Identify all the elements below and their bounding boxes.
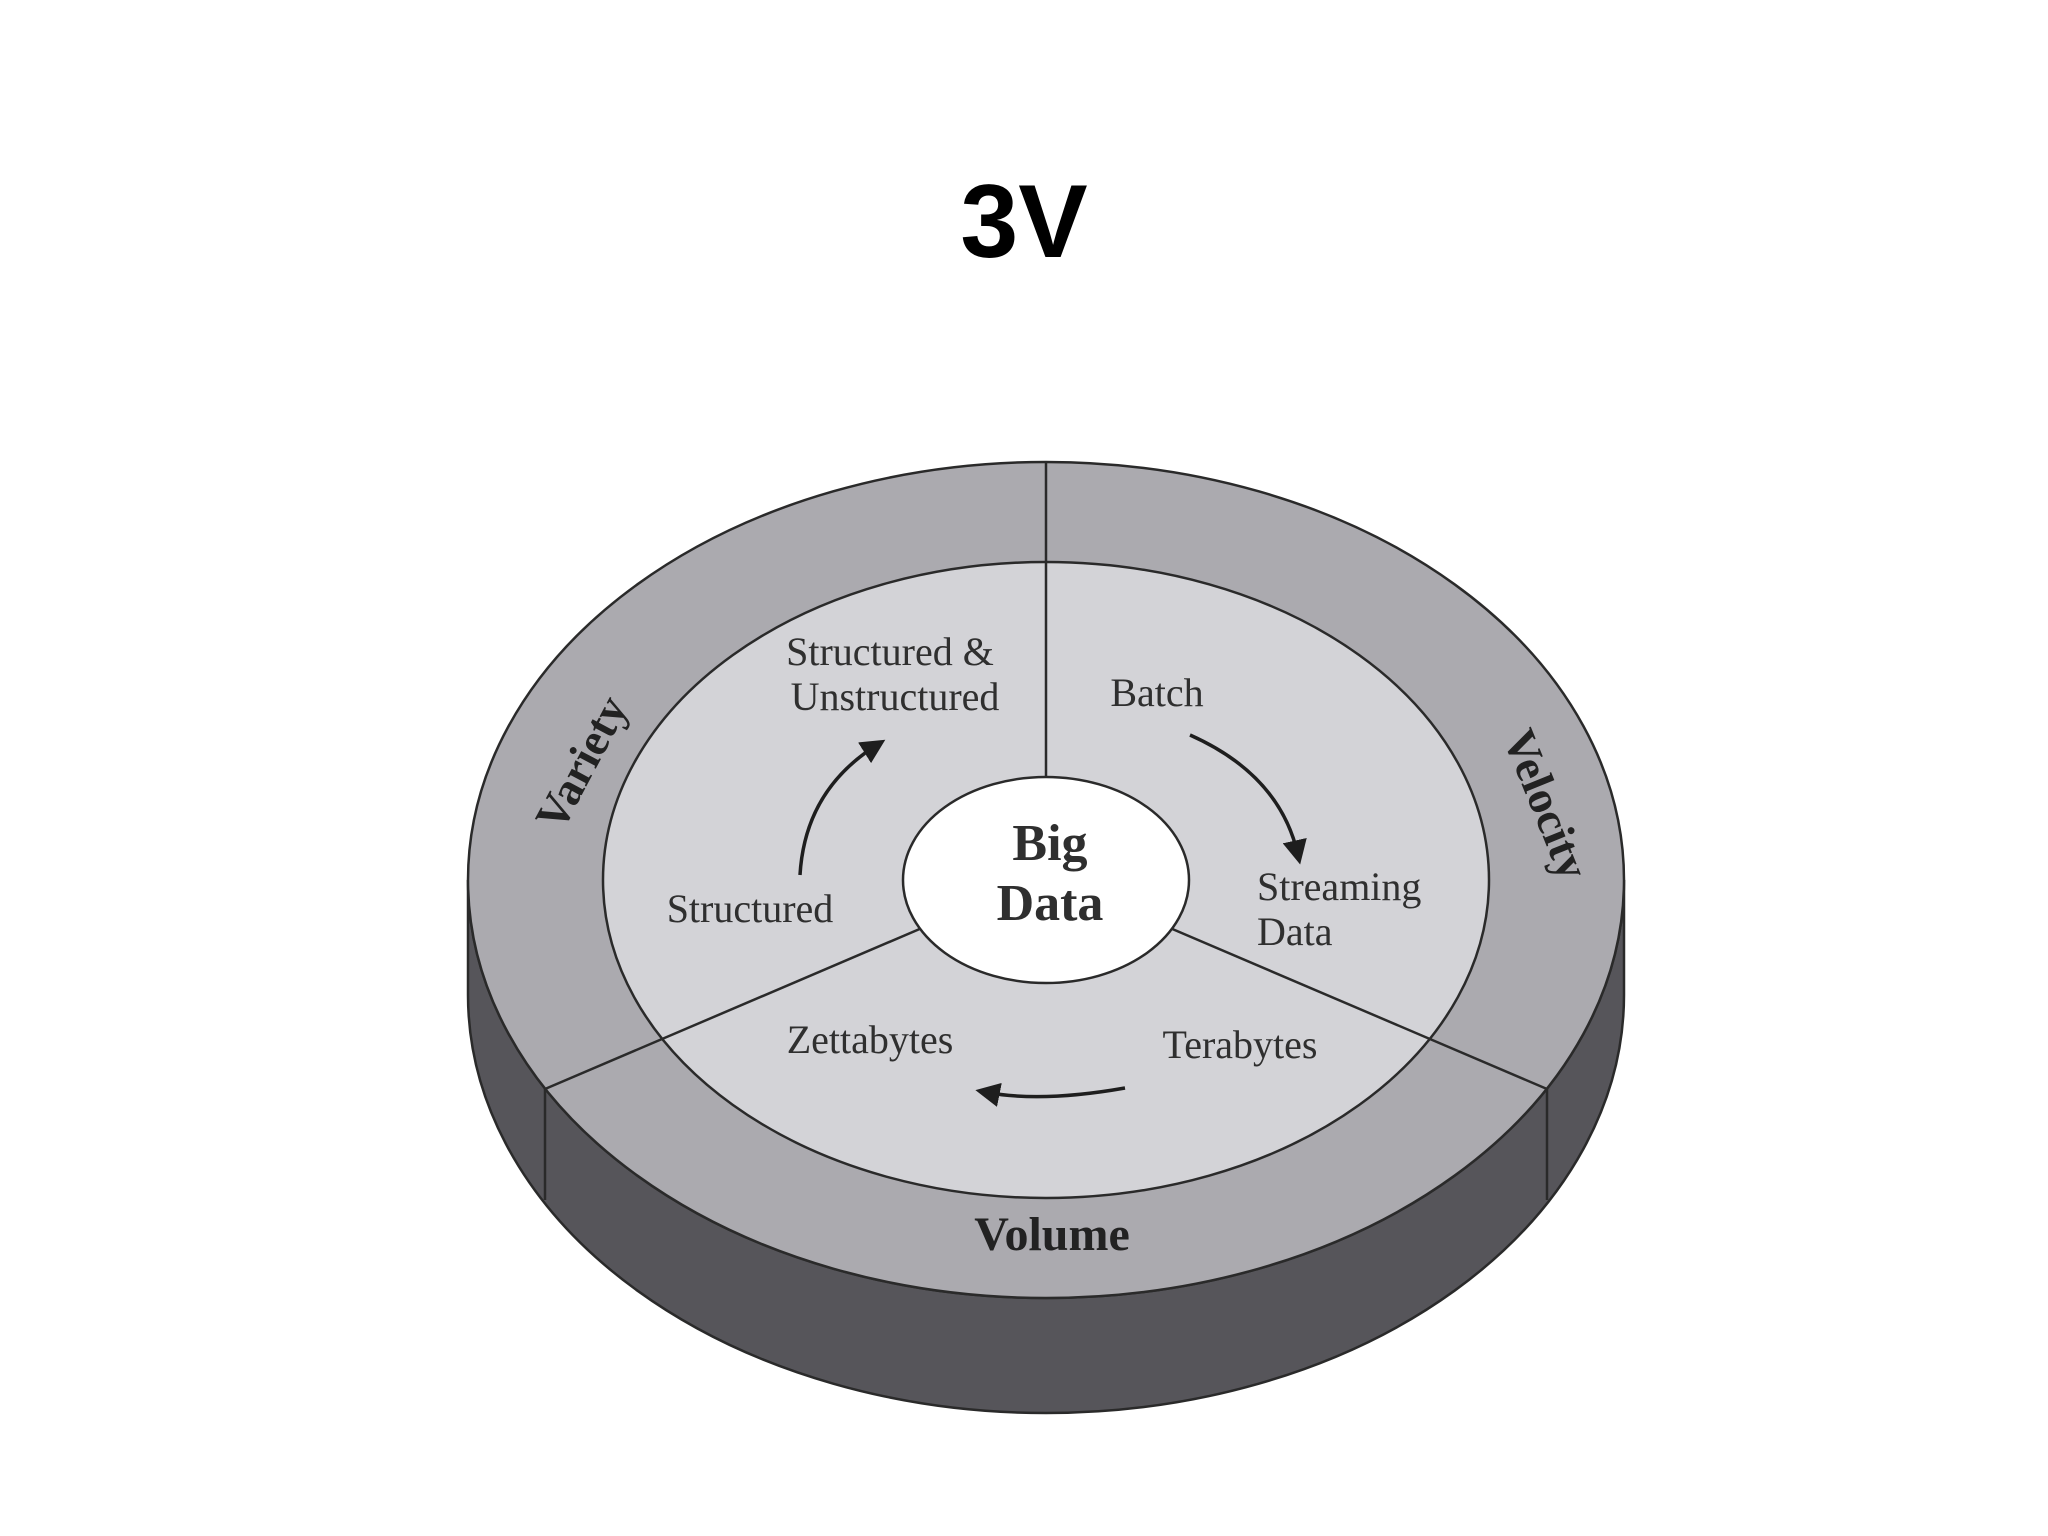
velocity-from: Batch (1110, 670, 1203, 715)
slide-title: 3V (960, 164, 1088, 280)
divider-right (1169, 926, 1548, 1091)
center-label-data: Data (997, 875, 1104, 932)
volume-arrow (975, 1082, 1126, 1107)
velocity-to-line2: Data (1257, 909, 1333, 954)
center-ellipse (901, 775, 1191, 985)
volume-label: Volume (974, 1208, 1130, 1261)
volume-to: Zettabytes (787, 1017, 954, 1062)
variety-to-line1: Structured & (786, 629, 994, 674)
variety-from: Structured (667, 886, 834, 931)
center-label-big: Big (1012, 815, 1087, 872)
divider-left (544, 926, 923, 1091)
velocity-arrow (1189, 733, 1307, 865)
variety-arrow (798, 739, 886, 876)
volume-from: Terabytes (1163, 1022, 1318, 1067)
variety-to-line2: Unstructured (791, 674, 1000, 719)
velocity-to-line1: Streaming (1257, 864, 1421, 909)
